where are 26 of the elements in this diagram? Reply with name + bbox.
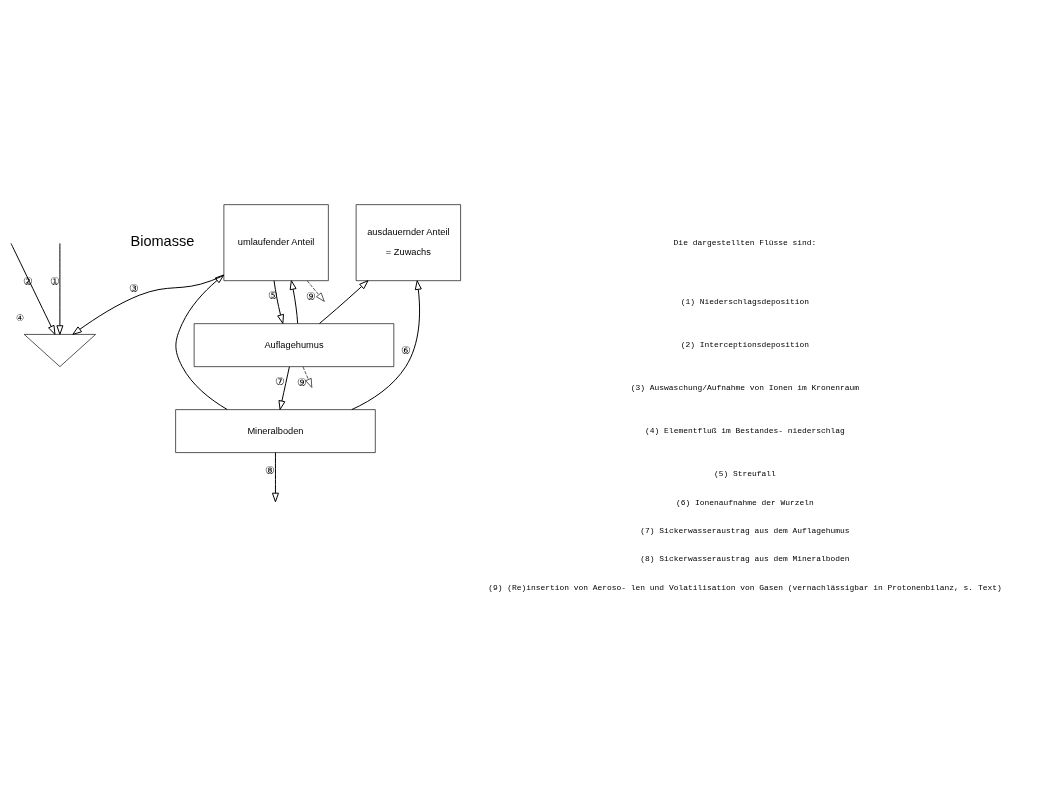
node-box: Auflagehumus bbox=[193, 322, 395, 367]
edge-label: ⑦ bbox=[274, 374, 285, 387]
node-triangle bbox=[23, 333, 96, 367]
arrow bbox=[56, 242, 64, 335]
label: Biomasse bbox=[130, 232, 195, 249]
arrow bbox=[72, 274, 225, 335]
arrow bbox=[289, 279, 299, 324]
edge-label: ⑨ bbox=[305, 289, 316, 302]
arrow bbox=[10, 242, 56, 335]
arrow bbox=[175, 273, 228, 410]
arrow bbox=[302, 366, 313, 388]
node-box: Mineralboden bbox=[175, 408, 376, 453]
arrow bbox=[318, 279, 369, 324]
edge-label: ② bbox=[22, 274, 33, 287]
edge-label: ⑧ bbox=[265, 463, 276, 476]
arrow bbox=[278, 365, 290, 410]
arrow bbox=[306, 280, 325, 302]
node-label: ④ bbox=[15, 312, 24, 323]
node-box: umlaufender Anteil bbox=[223, 203, 329, 281]
edge-label: ⑥ bbox=[400, 343, 411, 356]
edge-label: ① bbox=[49, 274, 60, 287]
edge-label: ⑨ bbox=[297, 375, 308, 388]
edge-label: ③ bbox=[129, 281, 140, 294]
arrow bbox=[271, 451, 279, 502]
node-box: ausdauernder Anteil = Zuwachs bbox=[355, 203, 461, 281]
arrow bbox=[351, 279, 422, 410]
